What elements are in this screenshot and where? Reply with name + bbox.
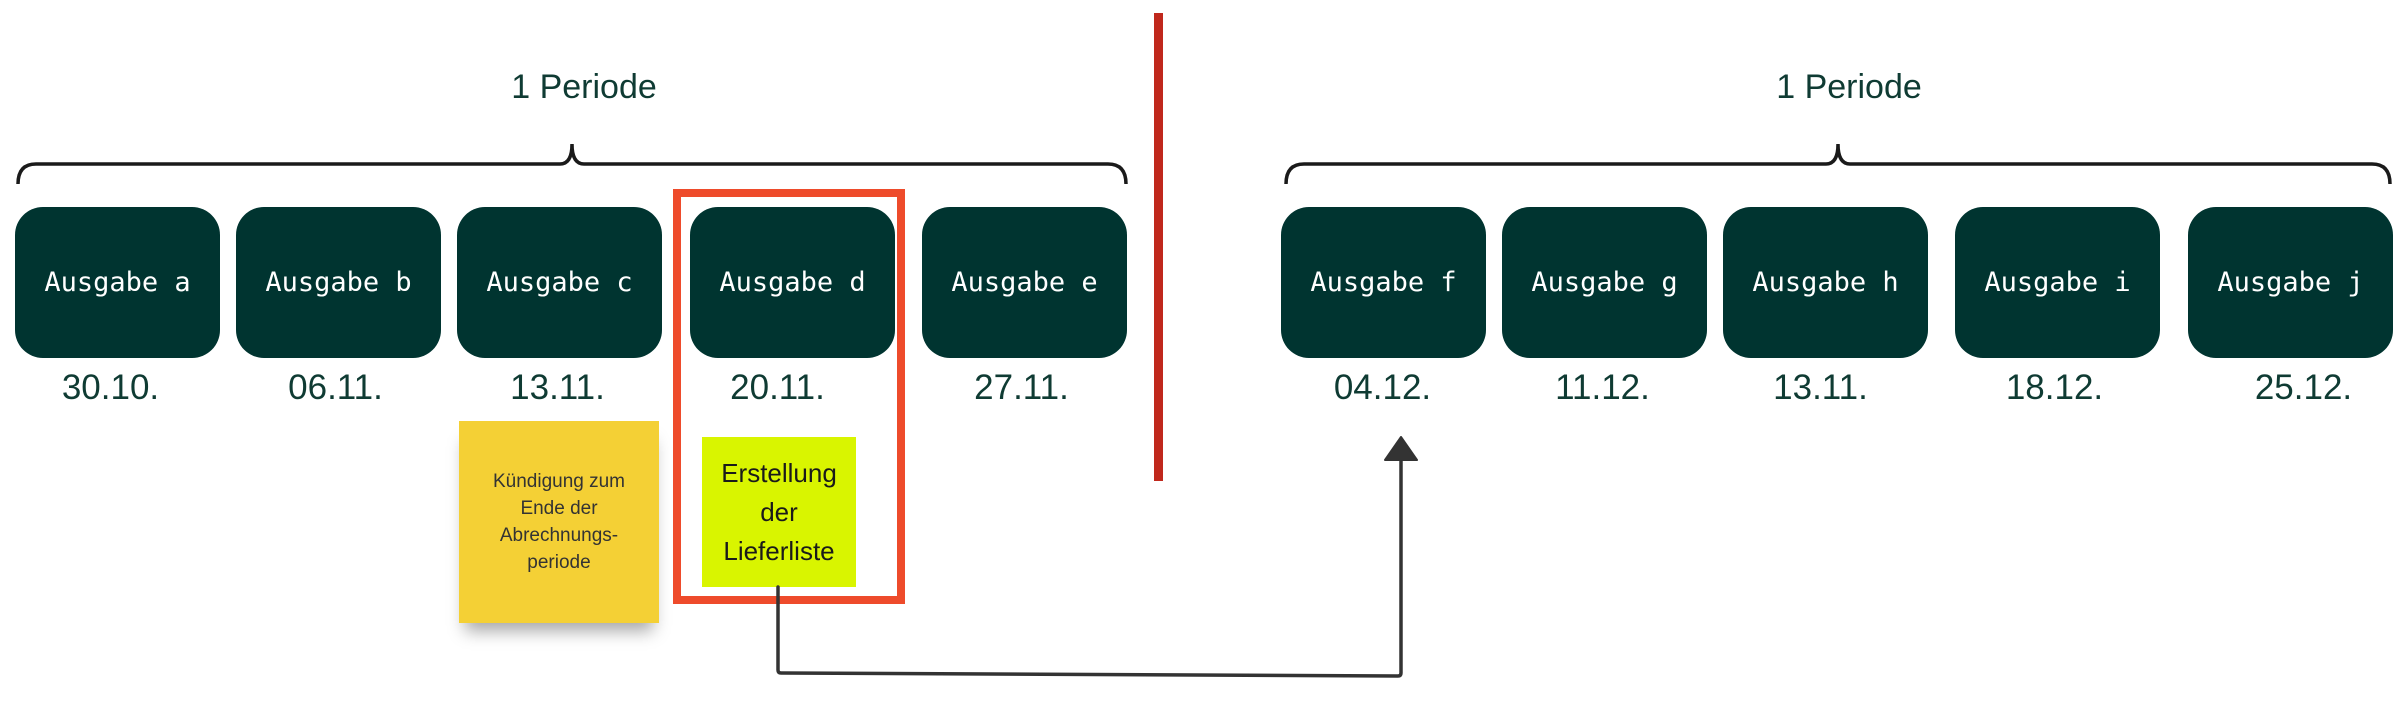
issue-box-f: Ausgabe f — [1281, 207, 1486, 358]
date-label-e: 27.11. — [974, 368, 1069, 407]
date-label-h: 13.11. — [1773, 368, 1868, 407]
issue-box-j: Ausgabe j — [2188, 207, 2393, 358]
issue-box-d: Ausgabe d — [690, 207, 895, 358]
issue-label: Ausgabe h — [1752, 267, 1899, 298]
issue-label: Ausgabe f — [1310, 267, 1457, 298]
date-label-j: 25.12. — [2254, 368, 2353, 407]
sticky-note-cancellation: Kündigung zum Ende der Abrechnungs-perio… — [459, 421, 659, 623]
date-label-f: 04.12. — [1333, 368, 1432, 407]
date-label-i: 18.12. — [2005, 368, 2104, 407]
date-label-a: 30.10. — [61, 368, 160, 407]
issue-label: Ausgabe e — [951, 267, 1098, 298]
issue-box-g: Ausgabe g — [1502, 207, 1707, 358]
issue-label: Ausgabe a — [44, 267, 191, 298]
period-brace-1 — [16, 143, 1128, 185]
period-label-1: 1 Periode — [511, 68, 657, 106]
issue-label: Ausgabe b — [265, 267, 412, 298]
issue-box-e: Ausgabe e — [922, 207, 1127, 358]
period-brace-2 — [1284, 143, 2392, 185]
issue-label: Ausgabe d — [719, 267, 866, 298]
issue-box-a: Ausgabe a — [15, 207, 220, 358]
date-label-c: 13.11. — [510, 368, 605, 407]
issue-box-c: Ausgabe c — [457, 207, 662, 358]
sticky-note-text: Kündigung zum Ende der Abrechnungs-perio… — [492, 471, 626, 573]
sticky-note-delivery-list: Erstellung der Lieferliste — [702, 437, 856, 587]
date-label-b: 06.11. — [288, 368, 383, 407]
date-label-g: 11.12. — [1555, 368, 1650, 407]
period-label-2: 1 Periode — [1776, 68, 1922, 106]
date-label-d: 20.11. — [730, 368, 825, 407]
issue-box-b: Ausgabe b — [236, 207, 441, 358]
highlight-frame — [673, 189, 905, 604]
issue-label: Ausgabe i — [1984, 267, 2131, 298]
issue-label: Ausgabe g — [1531, 267, 1678, 298]
period-divider — [1154, 13, 1163, 481]
issue-box-i: Ausgabe i — [1955, 207, 2160, 358]
issue-box-h: Ausgabe h — [1723, 207, 1928, 358]
sticky-note-text: Erstellung der Lieferliste — [721, 457, 837, 566]
issue-label: Ausgabe c — [486, 267, 633, 298]
issue-label: Ausgabe j — [2217, 267, 2364, 298]
